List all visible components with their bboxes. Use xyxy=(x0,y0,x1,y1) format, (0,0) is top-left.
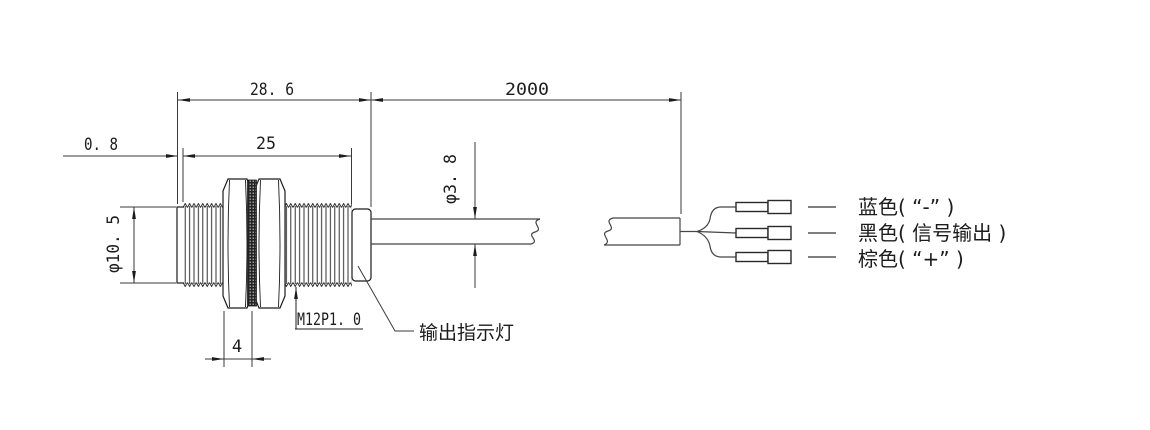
front-lip xyxy=(176,206,184,284)
wire-terminals xyxy=(735,199,792,265)
wire-label-brown: 棕色( “+” ) xyxy=(858,247,964,271)
sensor-body xyxy=(176,178,372,309)
thread-spec-text: M12P1. 0 xyxy=(297,310,361,330)
thread-section-rear xyxy=(285,203,352,287)
wire-branch-middle xyxy=(696,230,737,234)
terminal-blue xyxy=(735,199,792,215)
dimension-body-diameter xyxy=(120,206,176,284)
cable-break-left xyxy=(530,218,541,245)
legend-dashes xyxy=(808,206,836,258)
hex-nut-rear xyxy=(253,178,286,309)
cable xyxy=(371,206,737,258)
wire-branch-top xyxy=(696,206,736,233)
dim-nut-thickness-text: 4 xyxy=(232,337,242,357)
cable-break-right xyxy=(603,217,614,246)
terminal-brown xyxy=(735,249,792,265)
hex-nut-front xyxy=(222,178,253,309)
indicator-leader-line xyxy=(357,265,414,332)
dim-thread-length-text: 25 xyxy=(256,134,276,154)
indicator-light-text: 输出指示灯 xyxy=(419,322,514,344)
thread-spec-callout xyxy=(294,287,363,330)
dim-body-diameter-text: φ10. 5 xyxy=(104,215,124,273)
wire-branch-bottom xyxy=(696,230,736,258)
wire-label-black: 黑色( 信号输出 ) xyxy=(858,221,1006,245)
dim-cable-diameter-text: φ3. 8 xyxy=(441,154,461,204)
dim-tip-length-text: 0. 8 xyxy=(84,135,118,155)
dim-overall-length-text: 28. 6 xyxy=(250,80,294,100)
wire-label-blue: 蓝色( “-” ) xyxy=(858,195,954,219)
rear-cap xyxy=(351,208,372,282)
dim-cable-length-text: 2000 xyxy=(505,80,549,100)
dimension-nut-thickness xyxy=(205,311,271,367)
knurled-washer xyxy=(247,179,257,307)
thread-section-front xyxy=(183,203,223,287)
extension-lines xyxy=(177,92,682,214)
terminal-black xyxy=(735,225,792,241)
